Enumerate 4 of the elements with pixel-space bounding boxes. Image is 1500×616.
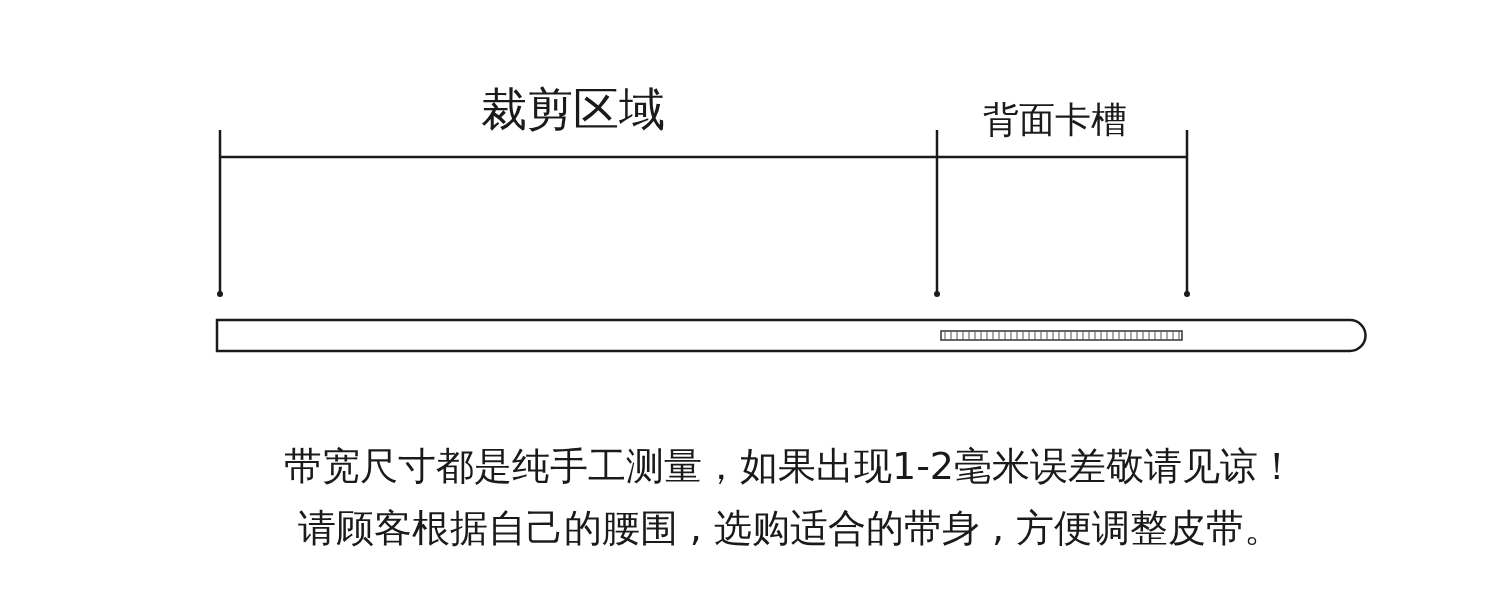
note-text: 请顾客根据自己的腰围 , 选购适合的带身 , 方便调整皮带。: [297, 508, 1283, 550]
note-text: 带宽尺寸都是纯手工测量，如果出现1-2毫米误差敬请见谅！: [283, 446, 1297, 488]
dimension-label: 背面卡槽: [983, 100, 1127, 140]
dimension-label: 裁剪区域: [481, 84, 665, 135]
